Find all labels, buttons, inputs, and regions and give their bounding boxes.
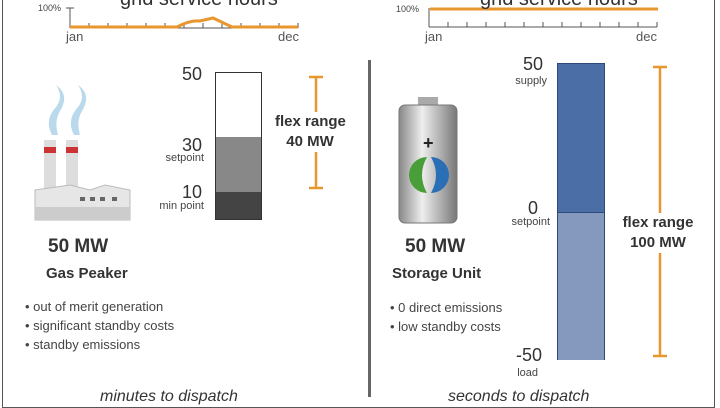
left-x-start: jan: [66, 29, 84, 44]
bullet: • low standby costs: [390, 319, 501, 334]
right-capacity: 50 MW: [405, 236, 466, 257]
left-bar-mid-value: 30: [181, 135, 202, 155]
left-bar-low-value: 10: [181, 182, 202, 202]
left-caption: minutes to dispatch: [100, 388, 238, 405]
left-bar-mid-label: setpoint: [165, 152, 204, 164]
right-sparkline-axis: [428, 8, 658, 28]
sparklines: [66, 7, 658, 29]
left-bullets: • out of merit generation • significant …: [25, 297, 174, 354]
right-chart-title: grid service hours: [480, 0, 638, 11]
right-bar-top-value: 50: [522, 54, 543, 74]
supply-range: [558, 64, 604, 213]
bullet: • significant standby costs: [25, 318, 175, 333]
right-bar-low-value: -50: [515, 345, 542, 365]
operating-range: [216, 137, 261, 192]
svg-text:+: +: [423, 133, 434, 153]
right-bar-mid-label: setpoint: [511, 216, 550, 228]
right-bar-mid-value: 0: [527, 198, 538, 218]
right-caption: seconds to dispatch: [448, 388, 590, 405]
right-name: Storage Unit: [392, 265, 482, 282]
left-x-end: dec: [278, 29, 299, 44]
left-sparkline-line: [70, 16, 298, 29]
divider: [368, 60, 371, 397]
right-flex-bracket: [653, 65, 667, 358]
left-chart-title: grid service hours: [120, 0, 278, 11]
right-x-end: dec: [636, 29, 657, 44]
right-bar-top-label: supply: [515, 75, 547, 87]
load-range: [558, 213, 604, 360]
left-bar-low-label: min point: [159, 200, 204, 212]
min-point-range: [216, 192, 261, 219]
right-x-start: jan: [425, 29, 443, 44]
gas-peaker-range-bar: [215, 72, 262, 220]
left-capacity: 50 MW: [48, 236, 109, 257]
right-y-label: 100%: [396, 4, 420, 14]
storage-range-bar: [557, 63, 605, 360]
left-bar-top-value: 50: [181, 64, 202, 84]
left-name: Gas Peaker: [46, 265, 128, 282]
bullet: • 0 direct emissions: [390, 300, 503, 315]
right-bullets: • 0 direct emissions • low standby costs: [390, 298, 502, 336]
battery-icon: +: [398, 97, 458, 224]
bullet: • out of merit generation: [25, 299, 164, 314]
right-bar-low-label: load: [517, 367, 538, 379]
factory-icon: [34, 85, 131, 221]
bullet: • standby emissions: [25, 337, 141, 352]
left-y-label: 100%: [38, 3, 62, 13]
